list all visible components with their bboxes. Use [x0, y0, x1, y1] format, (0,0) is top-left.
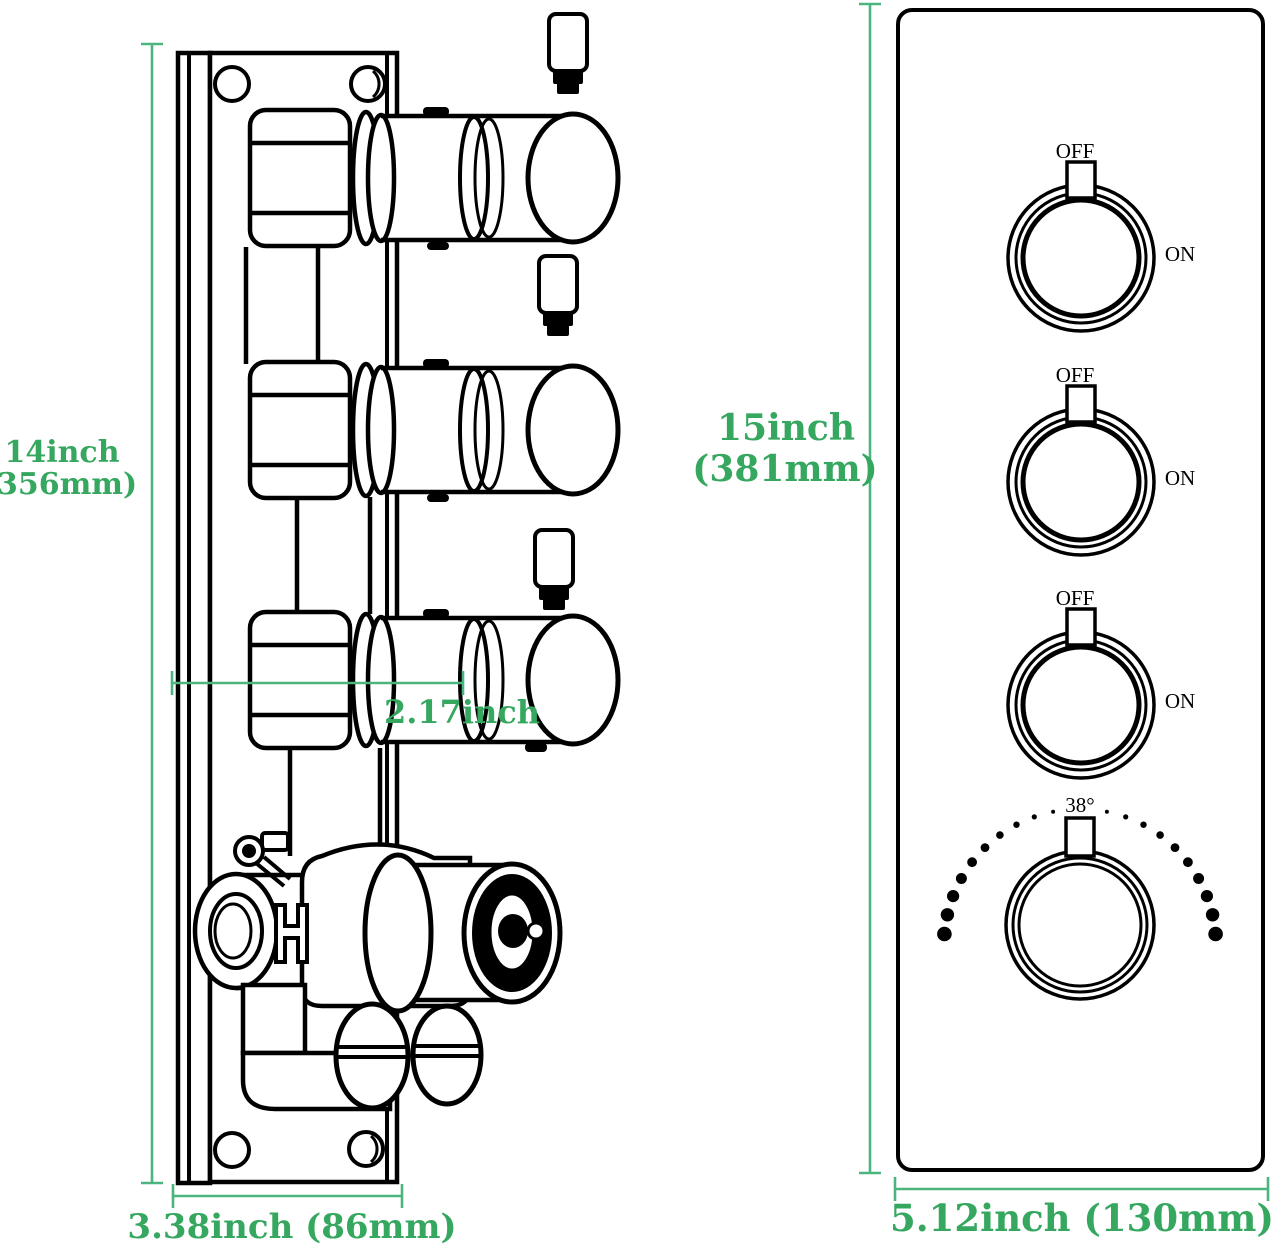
- screw-hole: [213, 65, 251, 103]
- temp-scale-dot: [947, 890, 960, 903]
- cartridge-end-cap: [525, 613, 621, 747]
- temp-scale-dot: [1208, 926, 1223, 942]
- knob-tab: [1064, 816, 1096, 858]
- dimension-valve-width: 3.38inch (86mm): [127, 1184, 457, 1247]
- temp-scale-dot: [980, 843, 990, 852]
- valve-height-label-line2: (356mm): [0, 467, 137, 502]
- knob-tab: [1065, 607, 1097, 647]
- temp-scale-dot: [967, 857, 977, 868]
- cartridge-assembly-3: [247, 609, 621, 752]
- temp-scale-dot: [1140, 821, 1147, 828]
- cartridge-end-cap: [525, 363, 621, 497]
- cartridge-assembly-1: [247, 107, 621, 250]
- screw-hole: [213, 1131, 251, 1169]
- temp-scale-dot: [1104, 809, 1109, 814]
- plug-fitting-1: [547, 12, 589, 94]
- knob-off-label: OFF: [1056, 139, 1095, 163]
- temp-scale-dot: [1013, 821, 1020, 828]
- valve-body-assembly: [192, 831, 563, 1112]
- shower-knob-1: OFF ON: [1006, 139, 1195, 333]
- cartridge-assembly-2: [247, 359, 621, 502]
- dimension-valve-depth: 2.17inch: [170, 671, 540, 731]
- panel-height-label-line2: (381mm): [692, 448, 877, 490]
- temp-scale-dot: [1156, 831, 1164, 839]
- temp-scale-dot: [937, 926, 952, 942]
- plug-fitting-3: [533, 528, 575, 610]
- temp-scale-dot: [940, 908, 955, 922]
- panel-width-label: 5.12inch (130mm): [890, 1196, 1274, 1240]
- knob-off-label: OFF: [1056, 363, 1095, 387]
- bleed-fitting: [260, 831, 290, 852]
- knob-on-label: ON: [1165, 242, 1195, 266]
- temp-scale-dot: [1183, 857, 1193, 868]
- plug-fitting-2: [537, 254, 579, 336]
- dimension-panel-width: 5.12inch (130mm): [890, 1177, 1274, 1240]
- shower-knob-3: OFF ON: [1006, 586, 1195, 780]
- knob-tab: [1065, 384, 1097, 424]
- temp-scale-dot: [1031, 814, 1037, 820]
- thermostatic-cartridge: [362, 852, 563, 1014]
- dimension-panel-height: 15inch (381mm): [692, 2, 881, 1175]
- knob-on-label: ON: [1165, 689, 1195, 713]
- knob-tab: [1065, 160, 1097, 200]
- knob-off-label: OFF: [1056, 586, 1095, 610]
- valve-depth-label: 2.17inch: [384, 693, 540, 731]
- temp-scale-dot: [1200, 890, 1213, 903]
- dimension-valve-height: 14inch (356mm): [0, 42, 163, 1185]
- lower-body-block: [240, 982, 308, 1056]
- temperature-label: 38°: [1065, 793, 1094, 817]
- temp-scale-dot: [996, 831, 1004, 839]
- temperature-knob: 38°: [937, 793, 1223, 1001]
- temp-scale-dot: [1051, 809, 1056, 814]
- valve-width-label: 3.38inch (86mm): [127, 1207, 456, 1247]
- temp-scale-dot: [1170, 843, 1180, 852]
- trim-panel: OFF ON OFF ON OFF ON 38°: [896, 8, 1265, 1172]
- temp-scale-dot: [1193, 873, 1205, 884]
- knob-on-label: ON: [1165, 466, 1195, 490]
- temp-scale-dot: [1205, 908, 1220, 922]
- screw-holes: [213, 65, 387, 1169]
- trim-panel-plate: [896, 8, 1265, 1172]
- shower-knob-2: OFF ON: [1006, 363, 1195, 557]
- cartridge-pin: [526, 921, 546, 941]
- outlet-ports: [333, 1001, 484, 1111]
- temp-scale-dot: [1123, 814, 1129, 820]
- inlet-port-inner: [208, 892, 264, 970]
- panel-height-label-line1: 15inch: [717, 407, 855, 449]
- temp-scale-dots: [937, 809, 1223, 942]
- h-bracket: [274, 903, 309, 964]
- valve-height-label-line1: 14inch: [4, 435, 119, 470]
- mounting-rail: [175, 50, 213, 1186]
- cartridge-end-cap: [525, 111, 621, 245]
- rough-in-valve-drawing: [175, 12, 621, 1186]
- temp-scale-dot: [955, 873, 967, 884]
